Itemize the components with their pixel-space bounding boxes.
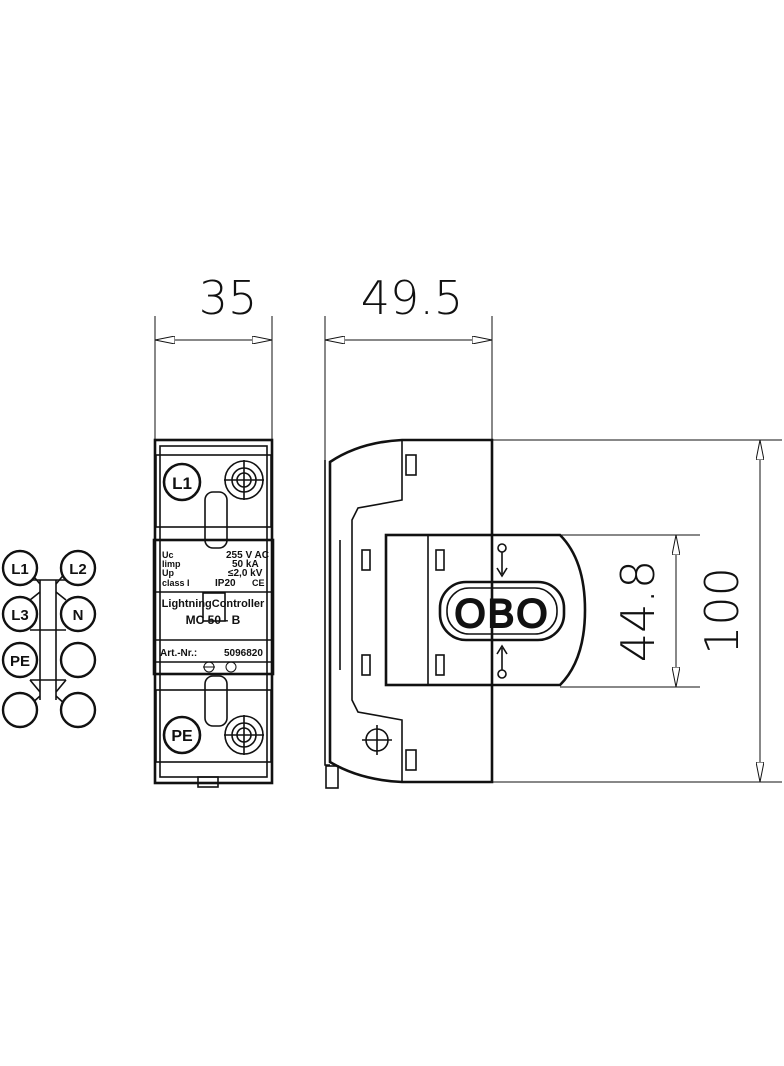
wiring-terminal-circle	[1, 641, 39, 679]
terminal-l1-label: L1	[172, 474, 192, 493]
wiring-terminal-circle	[1, 691, 39, 729]
spec-label-class: class I	[162, 578, 190, 588]
wiring-terminal-circle	[59, 549, 97, 587]
wiring-terminal-circle	[1, 549, 39, 587]
approval-icons	[203, 661, 237, 673]
terminal-l1: L1	[162, 462, 202, 502]
spec-label-iimp: Iimp	[162, 559, 181, 569]
wiring-terminal-label: N	[73, 607, 84, 624]
dimension-height-inner: 44.8	[560, 534, 700, 688]
dimension-width-front-label: 35	[199, 271, 258, 325]
terminal-pe: PE	[162, 715, 202, 755]
mounting-screw	[362, 725, 392, 755]
spec-value-uc: 255 V AC	[226, 550, 269, 561]
terminal-pe-label: PE	[171, 728, 193, 745]
spec-value-up: ≤2,0 kV	[228, 568, 263, 579]
wiring-terminal-circle	[1, 595, 39, 633]
dimension-height-total: 100	[430, 439, 782, 783]
wiring-terminal-circle	[59, 691, 97, 729]
obo-logo-text: OBO	[455, 592, 550, 636]
dimension-width-front: 35	[154, 271, 273, 440]
spec-table: Uc Iimp Up class I 255 V AC 50 kA ≤2,0 k…	[162, 550, 269, 589]
wiring-terminal-label: L3	[11, 607, 29, 624]
spec-value-ip: IP20	[215, 578, 236, 589]
dimension-width-side-label: 49.5	[361, 271, 463, 325]
article-number: 5096820	[224, 648, 263, 659]
screw-bottom	[224, 715, 264, 755]
wiring-terminal-label: L2	[69, 561, 87, 578]
wiring-terminal-label: PE	[10, 653, 30, 670]
dimension-height-total-label: 100	[695, 567, 749, 655]
model-name: MC 50 - B	[186, 613, 241, 627]
spec-label-uc: Uc	[162, 550, 174, 560]
wiring-connectors	[29, 571, 67, 706]
spec-value-iimp: 50 kA	[232, 559, 259, 570]
spec-label-up: Up	[162, 568, 174, 578]
ce-mark: CE	[252, 578, 265, 588]
side-view: 49.5 OBO	[324, 271, 782, 789]
article-label: Art.-Nr.:	[160, 648, 197, 659]
dimension-height-inner-label: 44.8	[611, 560, 665, 662]
obo-logo: OBO	[438, 580, 566, 642]
front-view: 35 L1 Uc Iimp	[152, 271, 275, 788]
dimension-width-side: 49.5	[324, 271, 493, 460]
wiring-terminal-label: L1	[11, 561, 29, 578]
module-release-arrows	[496, 543, 508, 679]
wiring-terminal-circle	[59, 641, 97, 679]
screw-top	[224, 460, 264, 500]
product-line: LightningController	[162, 598, 265, 610]
wiring-terminal-circle	[59, 595, 97, 633]
